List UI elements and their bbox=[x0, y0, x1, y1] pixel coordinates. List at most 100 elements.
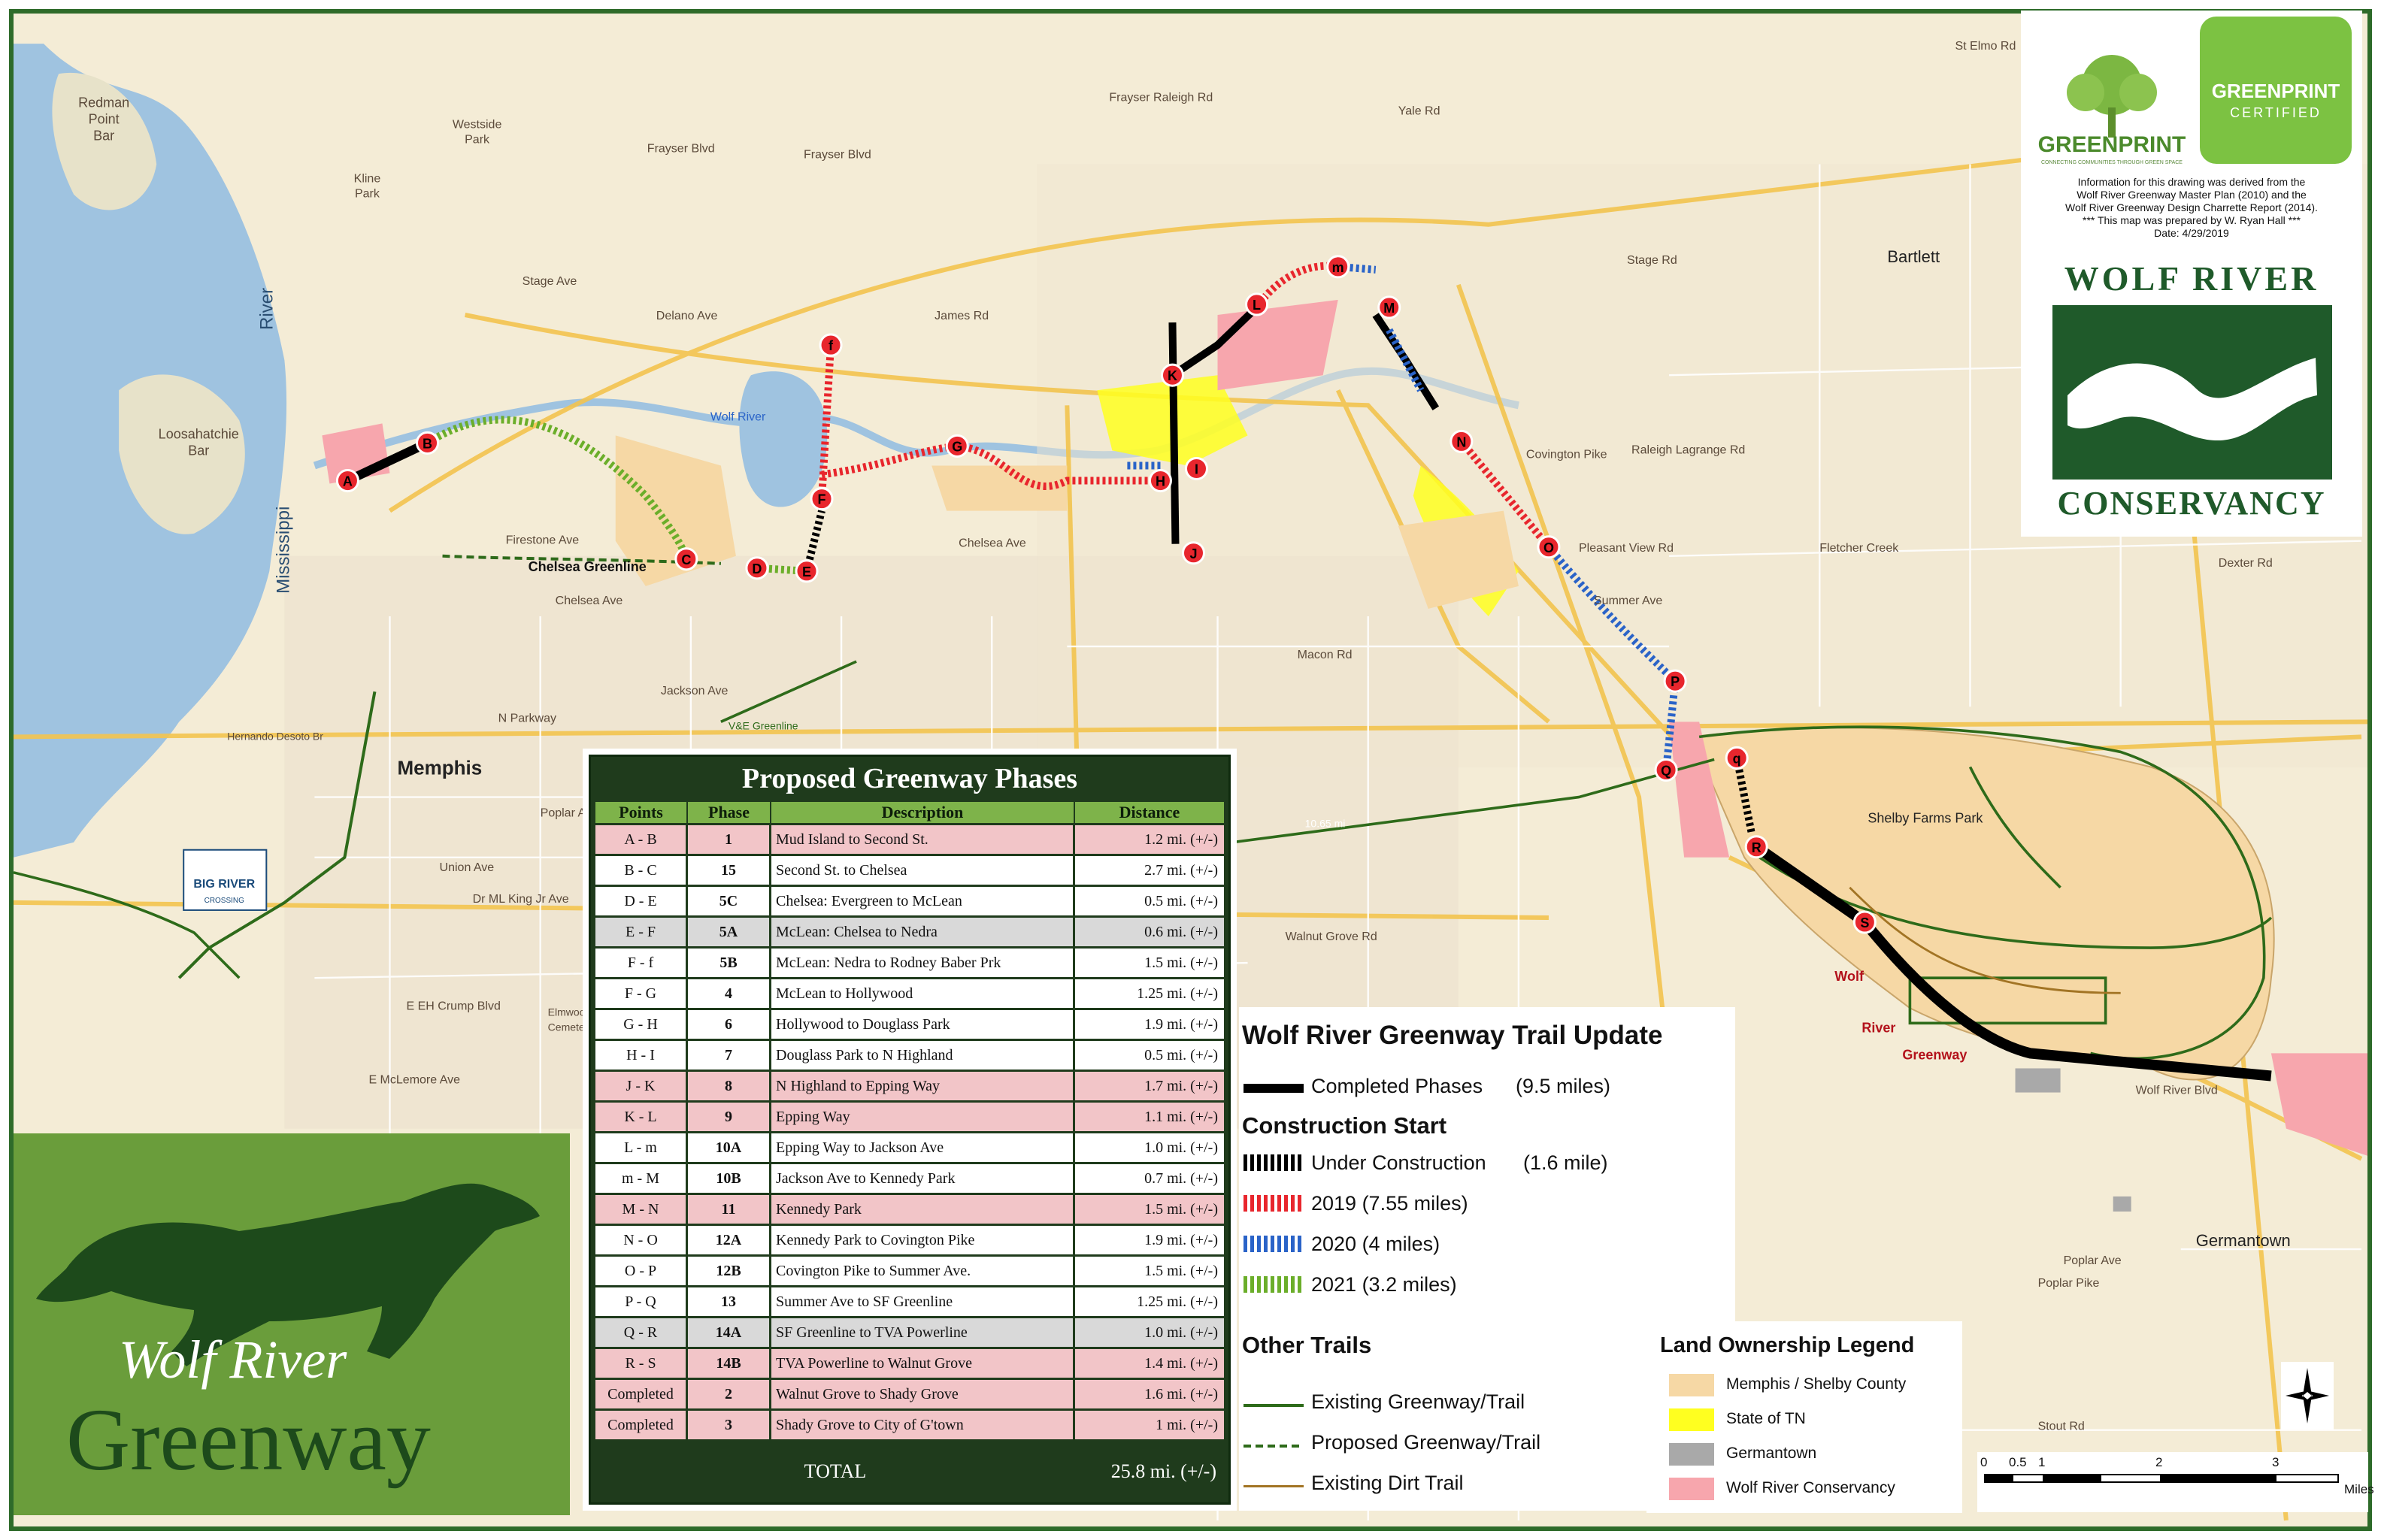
trail-point-P[interactable]: P bbox=[1663, 669, 1687, 693]
svg-text:E McLemore Ave: E McLemore Ave bbox=[368, 1073, 460, 1087]
phase-row-distance: 1.7 mi. (+/-) bbox=[1144, 1078, 1218, 1094]
trail-point-circle bbox=[945, 434, 969, 458]
trail-point-N[interactable]: N bbox=[1450, 429, 1474, 453]
svg-text:V&E Greenline: V&E Greenline bbox=[729, 719, 798, 731]
phase-row-distance: 0.5 mi. (+/-) bbox=[1144, 893, 1218, 909]
phase-row-description: Jackson Ave to Kennedy Park bbox=[771, 1164, 1075, 1193]
trail-point-f[interactable]: f bbox=[819, 333, 843, 357]
trail-point-R[interactable]: R bbox=[1744, 835, 1768, 859]
phase-row-description: McLean: Nedra to Rodney Baber Prk bbox=[771, 949, 1075, 977]
svg-text:10.65 mi: 10.65 mi bbox=[1305, 818, 1346, 830]
trail-point-Q[interactable]: Q bbox=[1654, 758, 1678, 782]
phase-2020 bbox=[1127, 262, 1680, 770]
phase-row-distance: 1.0 mi. (+/-) bbox=[1144, 1324, 1218, 1341]
wolf-icon bbox=[36, 1183, 540, 1366]
svg-text:Stage Ave: Stage Ave bbox=[523, 274, 577, 288]
trail-point-circle bbox=[1377, 295, 1401, 319]
phase-row-phase: 2 bbox=[688, 1380, 771, 1408]
trail-point-H[interactable]: H bbox=[1148, 468, 1172, 493]
scale-unit: Miles bbox=[2344, 1482, 2374, 1496]
phase-row-points: N - O bbox=[595, 1226, 688, 1254]
trail-point-M[interactable]: M bbox=[1377, 295, 1401, 319]
big-river-crossing-badge: BIG RIVER CROSSING bbox=[183, 849, 268, 911]
phase-row-phase: 8 bbox=[688, 1072, 771, 1100]
phase-row-description: Kennedy Park bbox=[771, 1195, 1075, 1224]
trail-point-label: M bbox=[1383, 301, 1395, 316]
trail-point-m[interactable]: m bbox=[1326, 255, 1350, 279]
svg-text:Westside: Westside bbox=[453, 117, 502, 131]
header-distance: Distance bbox=[1119, 803, 1180, 821]
header-phase: Phase bbox=[688, 802, 771, 823]
phase-row-distance: 1.25 mi. (+/-) bbox=[1137, 1293, 1218, 1310]
dirt-trail-swatch bbox=[1244, 1485, 1304, 1487]
trail-point-label: f bbox=[829, 338, 834, 353]
trail-point-A[interactable]: A bbox=[335, 468, 359, 493]
svg-text:Firestone Ave: Firestone Ave bbox=[506, 534, 580, 547]
trail-point-circle bbox=[745, 556, 769, 580]
trail-point-circle bbox=[1181, 541, 1206, 565]
header-description: Description bbox=[771, 802, 1075, 823]
trail-point-q[interactable]: q bbox=[1725, 746, 1749, 770]
svg-text:Yale Rd: Yale Rd bbox=[1398, 104, 1440, 117]
trail-point-label: H bbox=[1156, 474, 1165, 489]
river-island bbox=[119, 374, 245, 534]
svg-text:Stage Rd: Stage Rd bbox=[1627, 253, 1677, 267]
trail-point-C[interactable]: C bbox=[674, 547, 698, 571]
phase-row-points: R - S bbox=[595, 1349, 688, 1378]
phase-row-description: McLean to Hollywood bbox=[771, 979, 1075, 1008]
trail-point-S[interactable]: S bbox=[1852, 910, 1877, 934]
trail-point-K[interactable]: K bbox=[1160, 363, 1184, 387]
svg-text:Memphis: Memphis bbox=[397, 756, 482, 779]
phase-row-description: Douglass Park to N Highland bbox=[771, 1041, 1075, 1070]
trail-point-I[interactable]: I bbox=[1184, 456, 1209, 481]
phase-row-phase: 13 bbox=[688, 1287, 771, 1316]
phase-row-points: H - I bbox=[595, 1041, 688, 1070]
trail-point-D[interactable]: D bbox=[745, 556, 769, 580]
phase-row-points: P - Q bbox=[595, 1287, 688, 1316]
phase-row-points: B - C bbox=[595, 856, 688, 885]
phase-row-description: Mud Island to Second St. bbox=[771, 825, 1075, 854]
trail-point-G[interactable]: G bbox=[945, 434, 969, 458]
svg-text:Mississippi: Mississippi bbox=[273, 507, 293, 594]
trail-point-O[interactable]: O bbox=[1537, 535, 1561, 559]
legend-existing-dirt: Existing Dirt Trail bbox=[1311, 1472, 1464, 1494]
land-legend-label: Wolf River Conservancy bbox=[1726, 1479, 1895, 1496]
total-value: 25.8 mi. (+/-) bbox=[1110, 1460, 1216, 1482]
phase-row-points: E - F bbox=[595, 918, 688, 946]
phase-row-description: Shady Grove to City of G'town bbox=[771, 1411, 1075, 1439]
svg-text:Park: Park bbox=[465, 132, 490, 146]
land-legend-title: Land Ownership Legend bbox=[1660, 1333, 1915, 1357]
svg-text:Frayser Raleigh Rd: Frayser Raleigh Rd bbox=[1109, 90, 1213, 104]
map-note: Information for this drawing was derived… bbox=[2065, 176, 2318, 239]
phase-row-phase: 12B bbox=[688, 1257, 771, 1285]
trail-point-E[interactable]: E bbox=[795, 559, 819, 583]
trail-point-circle bbox=[1725, 746, 1749, 770]
trail-point-L[interactable]: L bbox=[1245, 292, 1269, 316]
phases-table-frame: Proposed Greenway Phases Points Phase De… bbox=[589, 755, 1231, 1505]
phase-row-phase: 12A bbox=[688, 1226, 771, 1254]
phases-total-row: TOTAL 25.8 mi. (+/-) bbox=[595, 1445, 1224, 1498]
scale-bar-graphic bbox=[1984, 1474, 2339, 1483]
wolf-river-greenway-logo: Wolf River Greenway bbox=[14, 1133, 570, 1515]
phase-row-points: F - f bbox=[595, 949, 688, 977]
svg-text:Loosahatchie: Loosahatchie bbox=[159, 426, 239, 441]
svg-text:River: River bbox=[256, 288, 277, 330]
phase-row-description: Epping Way bbox=[771, 1103, 1075, 1131]
svg-text:Union Ave: Union Ave bbox=[440, 861, 495, 874]
trail-point-circle bbox=[1184, 456, 1209, 481]
trail-point-B[interactable]: B bbox=[416, 431, 440, 455]
trail-point-F[interactable]: F bbox=[810, 487, 834, 511]
svg-text:N Parkway: N Parkway bbox=[498, 711, 556, 725]
trail-point-J[interactable]: J bbox=[1181, 541, 1206, 565]
trail-point-label: A bbox=[343, 474, 353, 489]
phase-row-description: Hollywood to Douglass Park bbox=[771, 1010, 1075, 1039]
svg-text:BIG RIVER: BIG RIVER bbox=[193, 877, 255, 891]
